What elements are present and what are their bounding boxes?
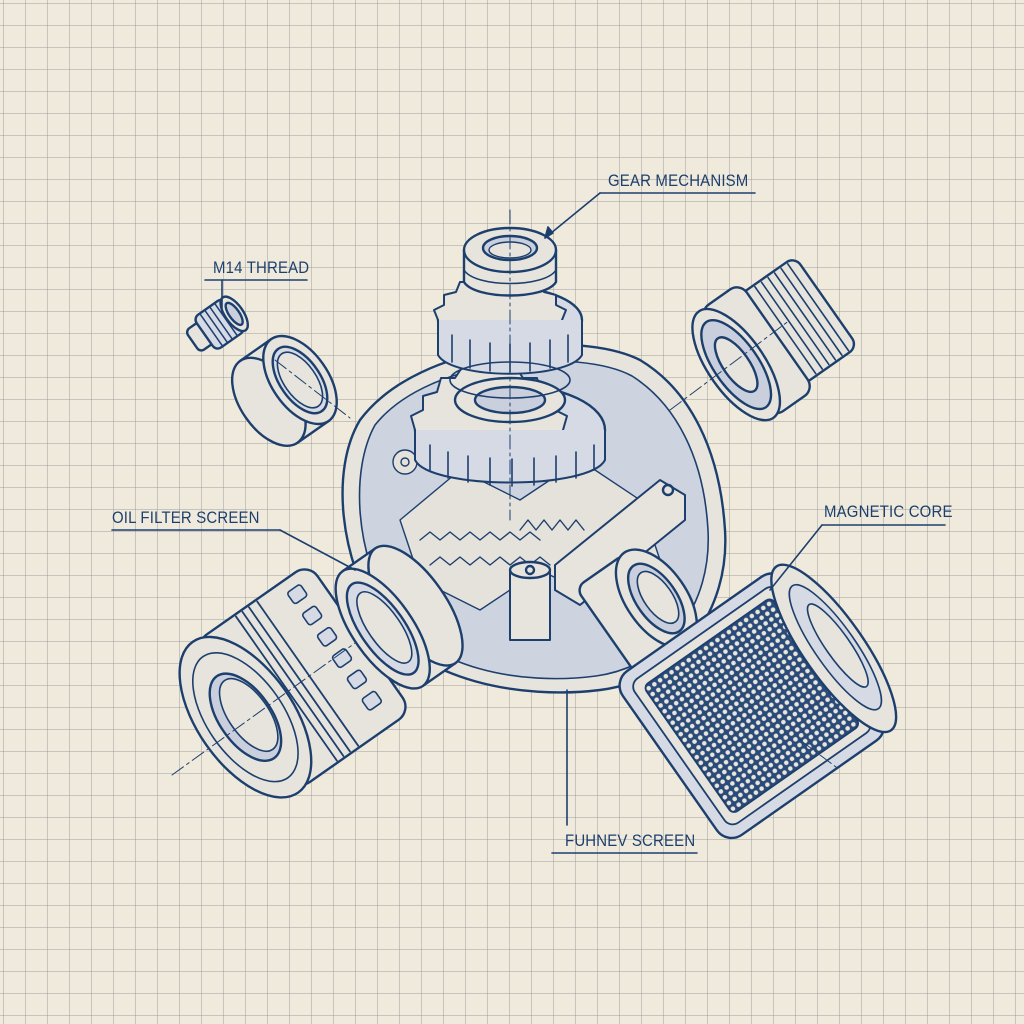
ring-seal-left [230, 334, 338, 447]
ring-left-lower [334, 544, 464, 690]
leader-lines [111, 192, 946, 854]
threaded-fitting-right [691, 259, 856, 422]
mesh-magnetic-core [618, 563, 898, 840]
label-oil-filter-screen: OIL FILTER SCREEN [112, 508, 260, 527]
slotted-filter-cylinder [178, 568, 407, 799]
label-magnetic-core: MAGNETIC CORE [824, 502, 953, 521]
housing-side-port [578, 548, 699, 676]
label-m14-thread: M14 THREAD [213, 258, 310, 277]
label-gear-mechanism: GEAR MECHANISM [608, 171, 749, 190]
small-threaded-plug [185, 295, 250, 352]
label-funnel-screen: FUHNEV SCREEN [565, 831, 696, 850]
gear-stack [410, 209, 607, 521]
